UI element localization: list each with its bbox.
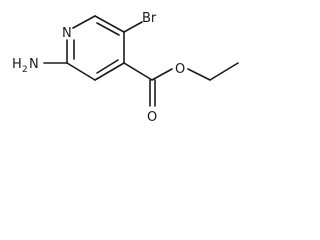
bond-carbonyl-ether-o: [151, 68, 173, 81]
carbonyl-oxygen-label: O: [147, 110, 157, 125]
bond-ch2-ch3: [209, 62, 239, 81]
chemical-structure-diagram: N Br H 2 N O O: [12, 11, 239, 125]
bond-c3-c2: [66, 62, 96, 81]
bromine-label: Br: [142, 11, 157, 26]
bond-c4-c3-inner: [96, 59, 119, 74]
amine-subscript-label: 2: [22, 65, 28, 75]
pyridine-ring: [66, 15, 125, 81]
ether-oxygen-label: O: [175, 62, 185, 77]
amine-n-label: N: [29, 57, 39, 72]
bond-c6-c5-inner: [96, 22, 120, 36]
bond-c4-carbonyl: [123, 62, 153, 81]
bond-c4-c3: [94, 62, 125, 81]
bond-n1-c6: [72, 15, 96, 29]
amine-h-label: H: [12, 57, 22, 72]
ring-nitrogen-label: N: [62, 26, 72, 41]
bond-c6-c5: [94, 15, 125, 33]
bond-ether-o-ch2: [187, 68, 211, 81]
amino-group-label: H 2 N: [12, 57, 39, 75]
bond-c5-br: [123, 21, 143, 33]
